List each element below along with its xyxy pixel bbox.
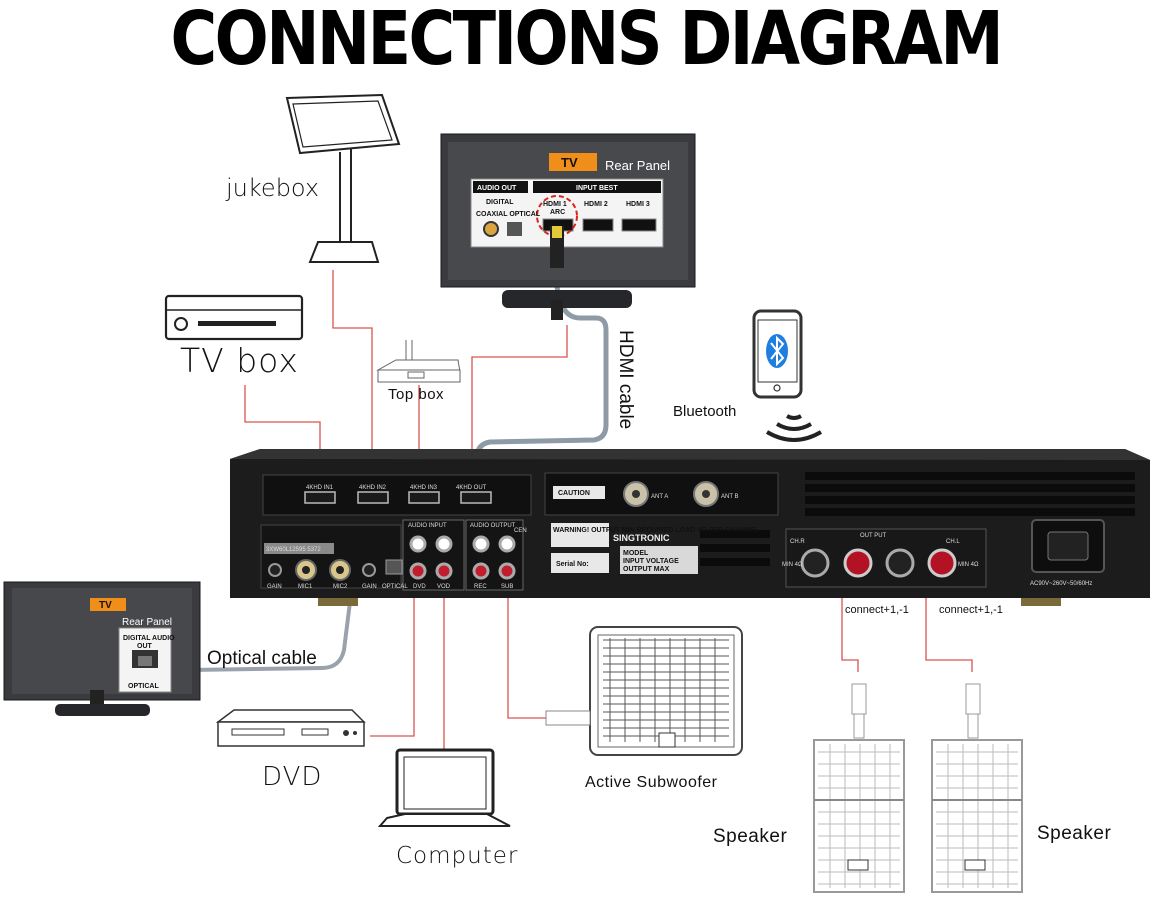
amp-hdmi-in1-label: 4KHD IN1 (306, 485, 334, 491)
wire-speaker-right (925, 558, 973, 672)
tv-top-rear-panel: Rear Panel (605, 158, 670, 173)
wireless-signal-icon (765, 414, 823, 442)
tv-top-digital: DIGITAL (486, 199, 514, 206)
label-tv-box: TV box (180, 341, 299, 380)
label-bluetooth: Bluetooth (673, 403, 737, 420)
amp-gain-label: GAIN (267, 584, 282, 590)
amp-rec-label: REC (474, 584, 487, 590)
label-connect-left: connect+1,-1 (939, 604, 1003, 616)
amp-mic-jacks (268, 559, 403, 581)
wire-dvd (370, 562, 415, 737)
amp-serial-label: Serial No: (556, 561, 589, 568)
amp-power-label: AC90V~260V~50/60Hz (1030, 581, 1092, 587)
amp-cen-label: CEN (514, 528, 527, 534)
label-speaker-left: Speaker (713, 826, 788, 847)
tv-top-input-best: INPUT BEST (576, 185, 618, 192)
tv-rear-panel-left (3, 581, 201, 716)
top-box-icon (376, 340, 461, 383)
hdmi-cable-line (474, 267, 609, 475)
amp-sub-label: SUB (501, 584, 513, 590)
amp-hdmi-in3-label: 4KHD IN3 (410, 485, 438, 491)
tv-left-digital-audio: DIGITAL AUDIO (123, 635, 175, 642)
amp-min-r-label: MIN 4Ω (782, 562, 803, 568)
page-title: CONNECTIONS DIAGRAM (170, 0, 1004, 82)
wire-subwoofer (507, 562, 556, 719)
amp-input-voltage-label: INPUT VOLTAGE (623, 558, 679, 565)
label-jukebox: jukebox (226, 174, 320, 202)
signal-wires (244, 270, 973, 752)
tv-box-icon (164, 294, 304, 341)
tv-left-rear-panel: Rear Panel (122, 617, 172, 628)
jukebox-icon (285, 93, 401, 263)
amp-hdmi-out-label: 4KHD OUT (456, 485, 487, 491)
label-top-box: Top box (388, 386, 445, 403)
amp-optical-label: OPTICAL (382, 584, 408, 590)
amp-antenna-ports (623, 481, 719, 507)
label-hdmi-cable: HDMI cable (615, 330, 636, 430)
amp-ant-a-label: ANT A (651, 494, 668, 500)
subwoofer-icon (545, 626, 743, 756)
amp-mic1-label: MIC1 (298, 584, 313, 590)
amp-ch-l-label: CH.L (946, 539, 960, 545)
amp-output-max-label: OUTPUT MAX (623, 566, 670, 573)
speaker-right-icon (931, 683, 1023, 893)
speaker-left-icon (813, 683, 905, 893)
amp-caution-label: CAUTION (558, 490, 590, 497)
amp-gain2-label: GAIN (362, 584, 377, 590)
amp-audio-input-label: AUDIO INPUT (408, 523, 447, 529)
amp-ant-b-label: ANT B (721, 494, 739, 500)
wire-jukebox (332, 270, 373, 478)
amp-hdmi-ports (304, 491, 492, 504)
laptop-icon (377, 748, 511, 827)
label-dvd: DVD (262, 762, 323, 792)
label-speaker-right: Speaker (1037, 823, 1112, 844)
tv-top-audio-out: AUDIO OUT (477, 185, 517, 192)
amp-speaker-terminals (800, 548, 957, 578)
bluetooth-phone-icon (752, 309, 803, 399)
tv-left-out: OUT (137, 643, 153, 650)
amp-model-label: MODEL (623, 550, 649, 557)
amp-hdmi-in2-label: 4KHD IN2 (359, 485, 387, 491)
amp-rca-jacks (409, 535, 516, 580)
amp-warning-label: WARNING! OUTPUT MIN REQUIRED LOAD 4Ω PER… (553, 527, 760, 534)
amp-vod-label: VOD (437, 584, 451, 590)
tv-rear-panel-top (440, 133, 696, 320)
label-connect-right: connect+1,-1 (845, 604, 909, 616)
label-subwoofer: Active Subwoofer (585, 774, 718, 791)
amp-vent-grille (700, 472, 1135, 566)
amp-barcode: 3XW60L12595 5372 (266, 547, 321, 553)
amp-output-label: OUT PUT (860, 533, 887, 539)
wire-tv-hdmi (471, 325, 568, 478)
amp-dvd-label: DVD (413, 584, 426, 590)
tv-left-badge: TV (99, 600, 112, 611)
amp-audio-output-label: AUDIO OUTPUT (470, 523, 516, 529)
tv-top-arc: ARC (550, 209, 565, 216)
tv-top-hdmi1: HDMI 1 (543, 201, 567, 208)
tv-top-hdmi3: HDMI 3 (626, 201, 650, 208)
tv-top-badge: TV (561, 155, 578, 170)
amp-mic2-label: MIC2 (333, 584, 348, 590)
label-optical-cable: Optical cable (207, 648, 317, 669)
dvd-player-icon (215, 709, 366, 747)
tv-left-optical: OPTICAL (128, 683, 159, 690)
wire-speaker-left (841, 558, 859, 672)
amp-brand: SINGTRONIC (613, 533, 670, 543)
amp-ch-r-label: CH.R (790, 539, 805, 545)
tv-top-hdmi2: HDMI 2 (584, 201, 608, 208)
amp-min-l-label: MIN 4Ω (958, 562, 979, 568)
label-computer: Computer (396, 843, 519, 869)
tv-top-coaxial-optical: COAXIAL OPTICAL (476, 211, 541, 218)
